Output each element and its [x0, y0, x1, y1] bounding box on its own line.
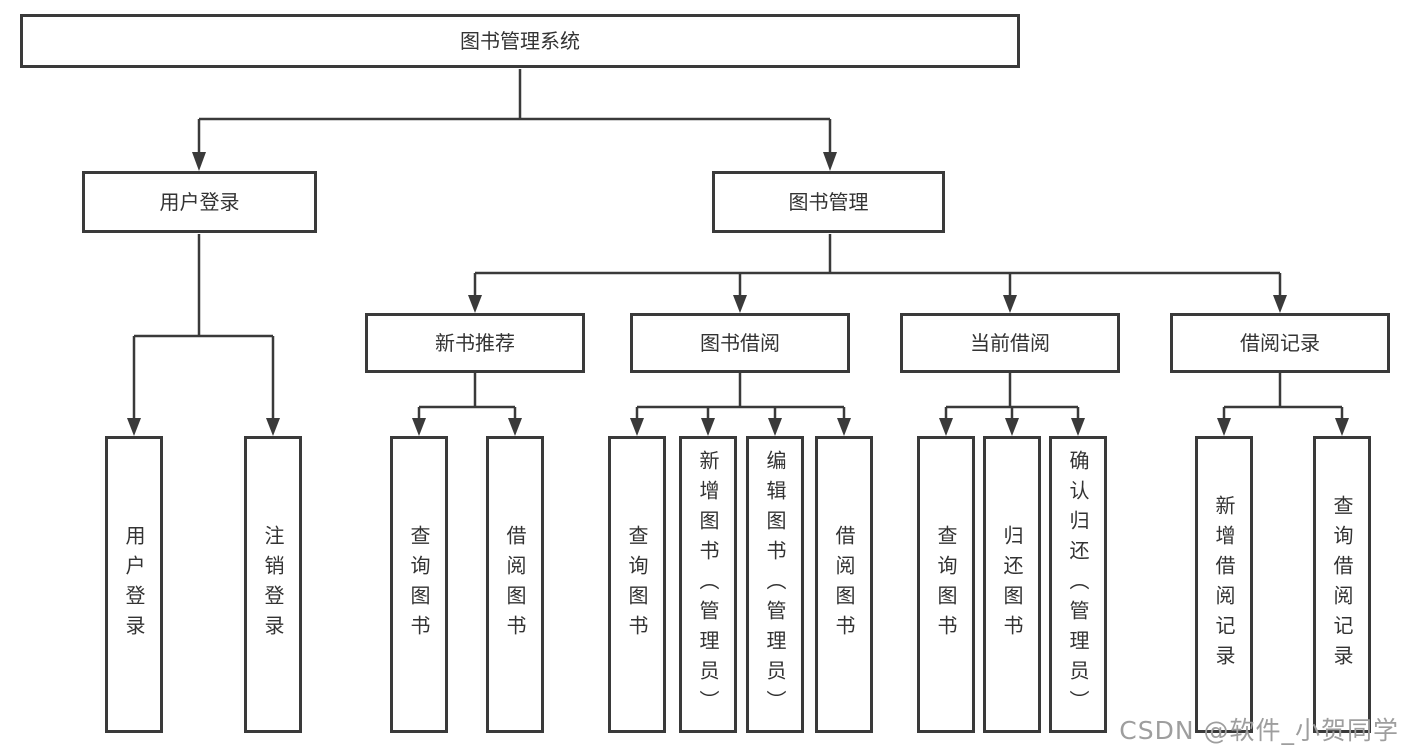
connector-recommend-to-leaves	[412, 373, 522, 436]
node-borrow-records: 借阅记录	[1170, 313, 1390, 373]
leaf-current-return-books: 归还图书	[983, 436, 1041, 733]
node-book-borrow: 图书借阅	[630, 313, 850, 373]
leaf-borrow-query-books: 查询图书	[608, 436, 666, 733]
connector-root-to-level2	[192, 69, 837, 171]
leaf-borrow-borrow-books: 借阅图书	[815, 436, 873, 733]
connector-management-to-level3	[468, 234, 1287, 313]
leaf-records-query-record: 查询借阅记录	[1313, 436, 1371, 733]
connector-records-to-leaves	[1217, 373, 1349, 436]
leaf-current-confirm-return-admin: 确认归还（管理员）	[1049, 436, 1107, 733]
node-user-login: 用户登录	[82, 171, 317, 233]
connector-current-to-leaves	[939, 373, 1085, 436]
connector-borrow-to-leaves	[630, 373, 851, 436]
node-book-management: 图书管理	[712, 171, 945, 233]
node-current-borrow: 当前借阅	[900, 313, 1120, 373]
node-root: 图书管理系统	[20, 14, 1020, 68]
node-new-book-recommend: 新书推荐	[365, 313, 585, 373]
leaf-recommend-query-books: 查询图书	[390, 436, 448, 733]
leaf-borrow-add-books-admin: 新增图书（管理员）	[679, 436, 737, 733]
watermark: CSDN @软件_小贺同学	[1119, 716, 1399, 745]
leaf-borrow-edit-books-admin: 编辑图书（管理员）	[746, 436, 804, 733]
leaf-user-login: 用户登录	[105, 436, 163, 733]
connector-userlogin-to-leaves	[127, 234, 280, 436]
leaf-logout: 注销登录	[244, 436, 302, 733]
leaf-recommend-borrow-books: 借阅图书	[486, 436, 544, 733]
leaf-current-query-books: 查询图书	[917, 436, 975, 733]
leaf-records-add-record: 新增借阅记录	[1195, 436, 1253, 733]
